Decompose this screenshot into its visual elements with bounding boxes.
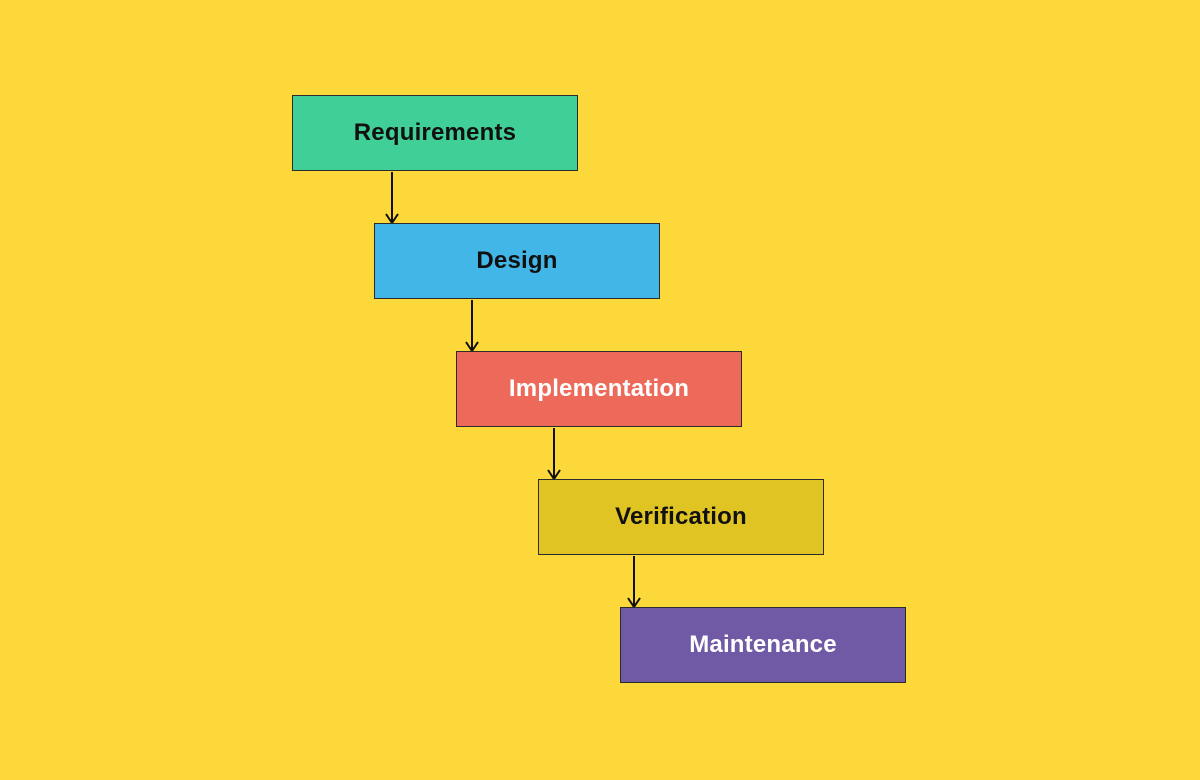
arrow-design-to-implementation [465,300,479,353]
stage-verification: Verification [538,479,824,555]
arrow-implementation-to-verification [547,428,561,481]
arrow-verification-to-maintenance [627,556,641,609]
arrow-requirements-to-design [385,172,399,225]
stage-requirements: Requirements [292,95,578,171]
stage-implementation: Implementation [456,351,742,427]
stage-maintenance: Maintenance [620,607,906,683]
stage-design: Design [374,223,660,299]
